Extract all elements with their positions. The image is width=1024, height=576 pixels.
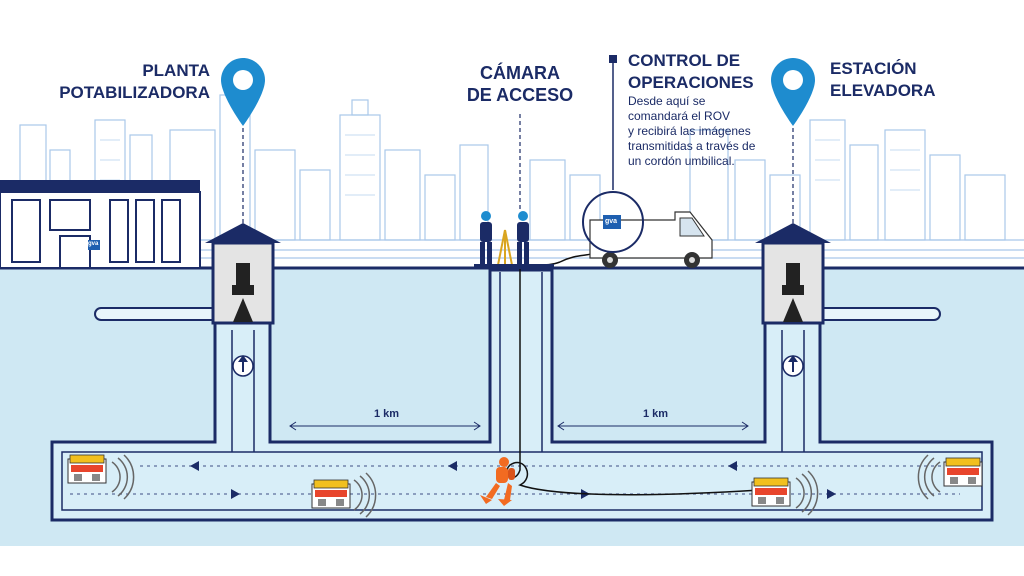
rov-icon bbox=[751, 477, 791, 507]
right-hut bbox=[755, 223, 831, 325]
distance-label-right: 1 km bbox=[643, 408, 669, 420]
description-line: y recibirá las imágenes bbox=[628, 124, 751, 138]
distance-measure-left bbox=[289, 421, 481, 431]
description-line: Desde aquí se bbox=[628, 94, 706, 108]
label-estacion-elevadora: ESTACIÓN ELEVADORA bbox=[830, 58, 935, 102]
van-logo-text: gva bbox=[605, 218, 618, 225]
van-highlight bbox=[582, 191, 644, 253]
rov-icon bbox=[943, 457, 983, 487]
shaft-lines bbox=[231, 272, 805, 452]
sonar-waves bbox=[111, 454, 941, 518]
label-line: ESTACIÓN bbox=[830, 59, 917, 78]
label-control-operaciones: CONTROL DE OPERACIONES bbox=[628, 50, 754, 94]
label-line: ELEVADORA bbox=[830, 81, 936, 100]
tripod-icon bbox=[497, 229, 513, 266]
label-line: POTABILIZADORA bbox=[59, 83, 210, 102]
label-camara-de-acceso: CÁMARA DE ACCESO bbox=[440, 62, 600, 106]
description-line: comandará el ROV bbox=[628, 109, 731, 123]
arrow-left-icon bbox=[190, 461, 199, 471]
distance-measure-right bbox=[557, 421, 749, 431]
rov-icon bbox=[67, 454, 107, 484]
label-line: PLANTA bbox=[142, 61, 210, 80]
inlet-pipe bbox=[94, 307, 226, 321]
left-hut bbox=[205, 223, 281, 325]
diver-icon bbox=[480, 457, 515, 506]
building-logo-text: gva bbox=[88, 241, 99, 247]
skyline-windows bbox=[100, 134, 920, 196]
distance-label-left: 1 km bbox=[374, 408, 400, 420]
arrow-right-icon bbox=[827, 489, 836, 499]
arrow-up-icon bbox=[232, 355, 254, 377]
worker-icon bbox=[480, 211, 492, 264]
arrow-right-icon bbox=[231, 489, 240, 499]
arrow-left-icon bbox=[448, 461, 457, 471]
control-leader bbox=[609, 55, 617, 190]
location-pin-icon bbox=[221, 58, 265, 126]
leader-lines bbox=[242, 114, 794, 223]
control-description: Desde aquí se comandará el ROV y recibir… bbox=[628, 94, 755, 169]
label-line: CONTROL DE bbox=[628, 51, 741, 70]
worker-icon bbox=[517, 211, 529, 264]
van-logo bbox=[603, 215, 621, 229]
location-pin-icon bbox=[771, 58, 815, 126]
description-line: transmitidas a través de bbox=[628, 139, 756, 153]
rov-icon bbox=[311, 479, 351, 509]
arrow-left-icon bbox=[728, 461, 737, 471]
planta-building bbox=[0, 180, 201, 269]
label-planta-potabilizadora: PLANTA POTABILIZADORA bbox=[0, 60, 210, 104]
label-line: DE ACCESO bbox=[466, 85, 574, 105]
label-line: CÁMARA bbox=[480, 63, 560, 83]
access-platform bbox=[474, 264, 554, 269]
arrow-up-icon bbox=[782, 355, 804, 377]
flow-lines bbox=[70, 465, 960, 495]
description-line: un cordón umbilical. bbox=[628, 154, 735, 168]
label-line: OPERACIONES bbox=[628, 73, 754, 92]
outlet-pipe bbox=[809, 307, 941, 321]
